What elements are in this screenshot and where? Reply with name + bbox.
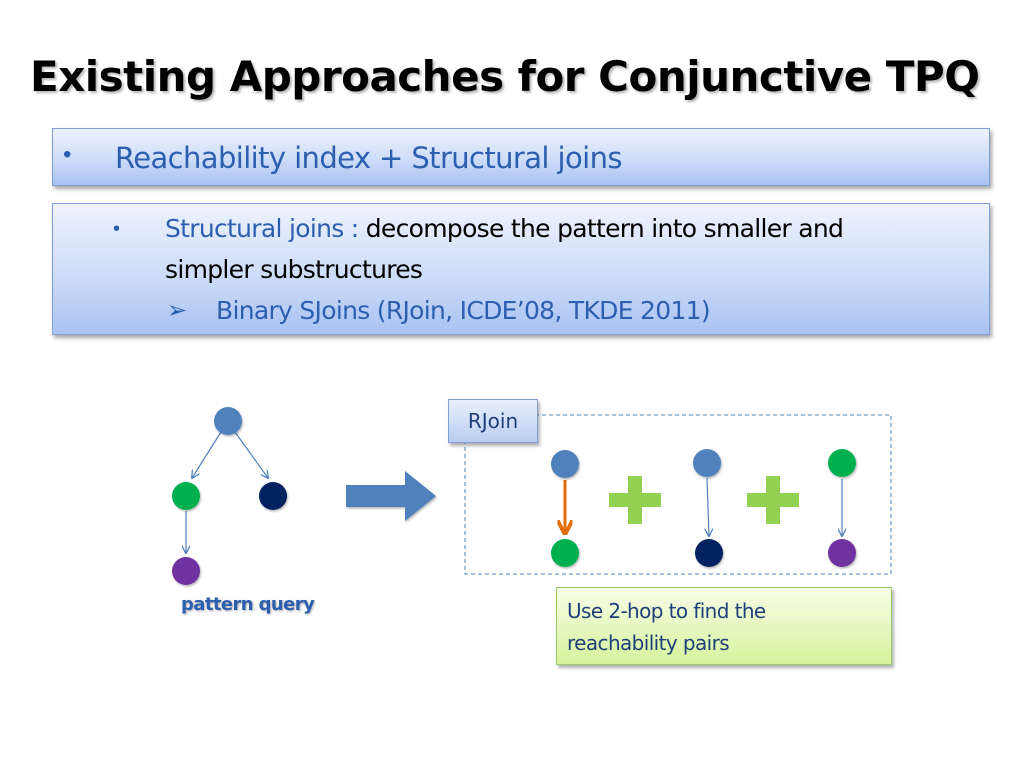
node-navy [259, 482, 287, 510]
plus-icon [609, 476, 661, 524]
node-root [214, 407, 242, 435]
structural-joins-line2: simpler substructures [165, 255, 423, 284]
pair-green-purple [828, 449, 856, 567]
edge-blue-to-navy [707, 477, 709, 536]
slide-title: Existing Approaches for Conjunctive TPQ [30, 52, 980, 101]
node-navy [695, 539, 723, 567]
node-blue [693, 449, 721, 477]
two-hop-note: Use 2-hop to find the reachability pairs [556, 587, 892, 665]
rjoin-dashed-frame [464, 414, 892, 575]
node-green [172, 482, 200, 510]
right-arrow-icon [346, 471, 436, 521]
node-green [551, 539, 579, 567]
structural-joins-box: • Structural joins : decompose the patte… [52, 203, 990, 335]
bullet-marker: • [113, 218, 121, 240]
pattern-query-label: pattern query [181, 594, 315, 615]
node-blue [551, 450, 579, 478]
edge-root-to-navy [234, 431, 268, 478]
pair-blue-green [551, 450, 579, 567]
top-bullet-box: • Reachability index + Structural joins [52, 128, 990, 186]
binary-sjoins-text: Binary SJoins (RJoin, ICDE’08, TKDE 2011… [216, 296, 711, 325]
structural-joins-description: decompose the pattern into smaller and [365, 214, 844, 243]
plus-icon [747, 476, 799, 524]
edge-root-to-green [192, 431, 222, 478]
two-hop-note-line2: reachability pairs [567, 631, 730, 655]
bullet-marker: • [63, 141, 72, 168]
arrow-bullet-icon: ➢ [167, 297, 188, 324]
structural-joins-label: Structural joins : [165, 214, 366, 243]
node-green [828, 449, 856, 477]
node-purple [828, 539, 856, 567]
two-hop-note-line1: Use 2-hop to find the [567, 599, 766, 623]
pattern-query-graph [172, 407, 287, 585]
node-purple [172, 557, 200, 585]
pair-blue-navy [693, 449, 723, 567]
structural-joins-line1: Structural joins : decompose the pattern… [165, 214, 844, 243]
bullet-reachability-text: Reachability index + Structural joins [115, 141, 622, 175]
rjoin-label: RJoin [448, 399, 538, 443]
